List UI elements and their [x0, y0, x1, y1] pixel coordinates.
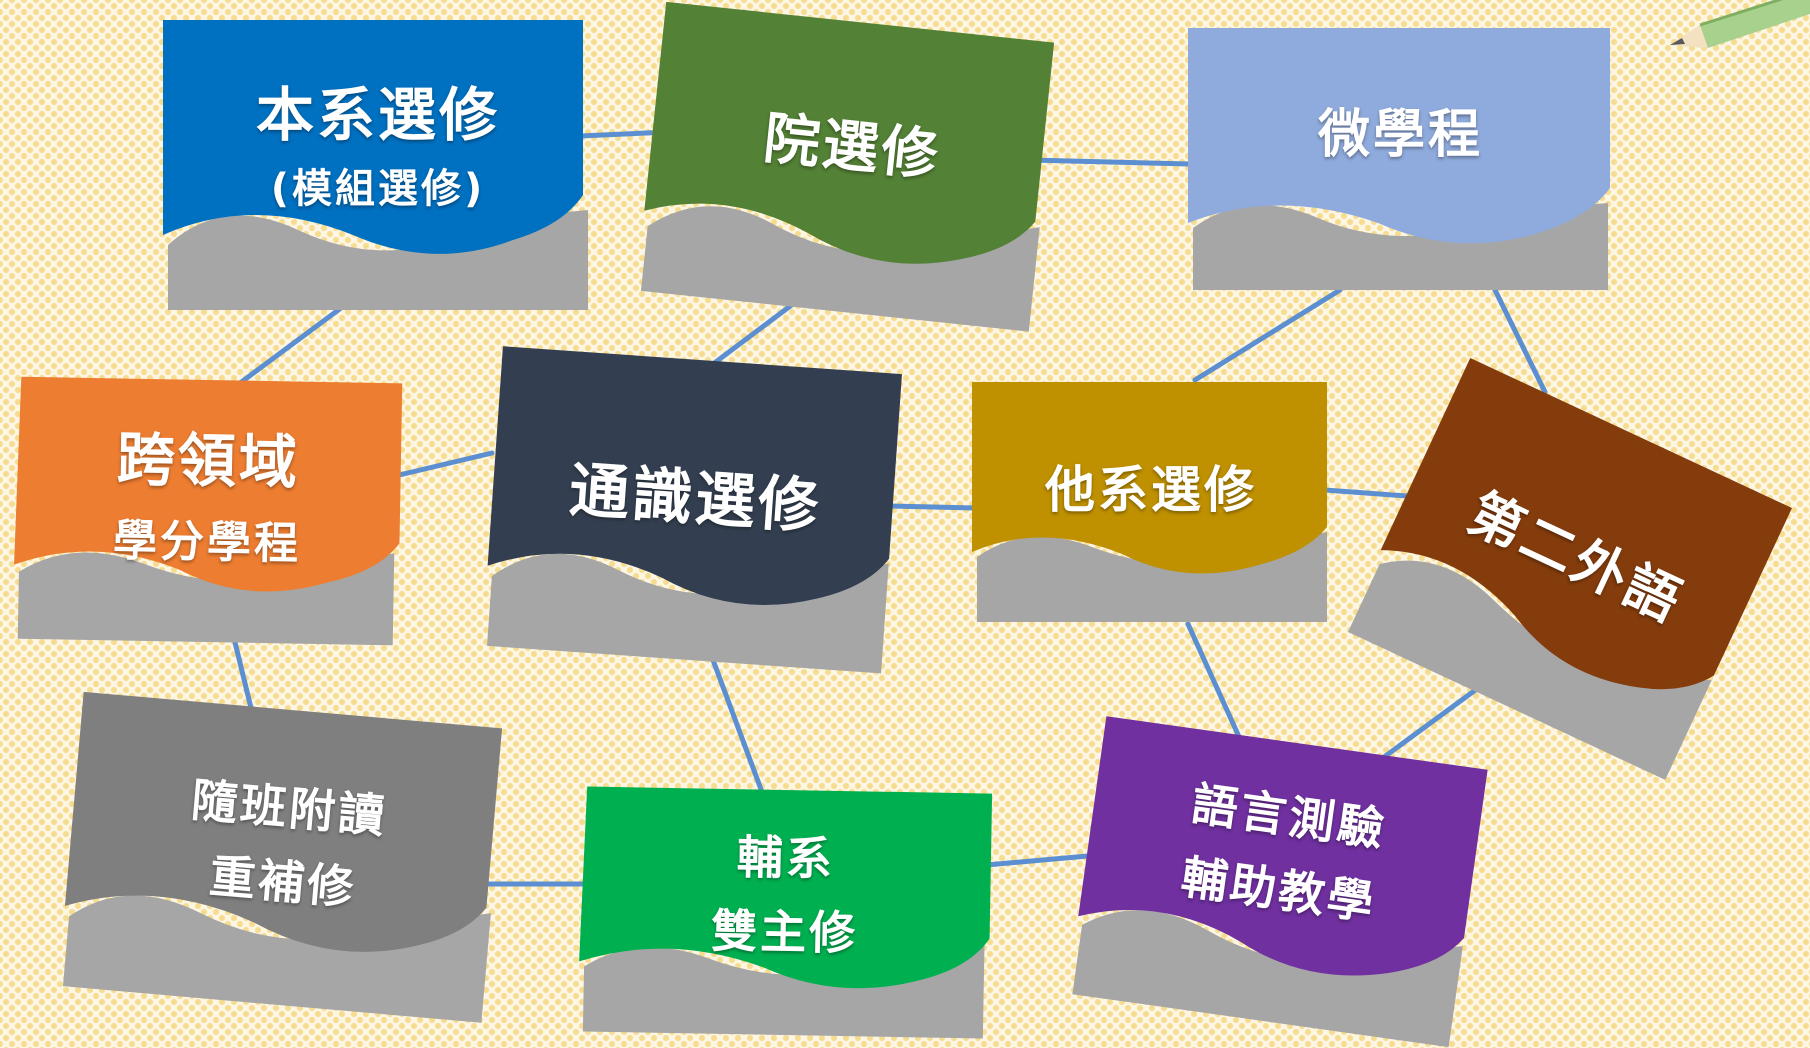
card-shape	[640, 1, 1055, 332]
card-subtitle: 雙主修	[710, 903, 859, 961]
card-minor-double-major[interactable]: 輔系 雙主修	[578, 786, 993, 1039]
card-shape	[62, 691, 503, 1023]
connector-line	[972, 853, 1091, 869]
card-audit-retake[interactable]: 隨班附讀 重補修	[58, 691, 512, 1023]
card-college-elective[interactable]: 院選修	[636, 1, 1064, 332]
card-title: 微學程	[1317, 105, 1483, 165]
card-shape	[14, 376, 403, 646]
card-micro-program[interactable]: 微學程	[1188, 28, 1613, 290]
card-general-elective[interactable]: 通識選修	[482, 346, 907, 674]
card-shape	[487, 346, 902, 674]
card-second-language[interactable]: 第二外語	[1343, 357, 1796, 782]
card-shape	[163, 20, 588, 310]
card-title: 輔系	[736, 830, 836, 886]
pencil-icon	[1670, 0, 1810, 48]
card-title: 本系選修	[255, 81, 500, 149]
connector-line	[710, 657, 765, 795]
connector-line	[225, 302, 348, 395]
card-other-dept-elective[interactable]: 他系選修	[972, 382, 1330, 622]
card-cross-domain[interactable]: 跨領域 學分學程	[13, 376, 403, 646]
card-title: 他系選修	[1045, 461, 1257, 519]
card-language-test[interactable]: 語言測驗 輔助教學	[1067, 716, 1492, 1048]
card-title: 跨領域	[116, 425, 301, 497]
card-shape	[1072, 716, 1488, 1048]
connector-line	[1185, 621, 1248, 753]
card-subtitle: 學分學程	[112, 515, 302, 570]
card-shape	[972, 382, 1327, 622]
connector-line	[887, 503, 978, 511]
card-dept-elective[interactable]: 本系選修 (模組選修)	[163, 20, 593, 310]
connector-line	[1492, 287, 1548, 395]
connector-line	[702, 292, 808, 373]
card-subtitle: (模組選修)	[270, 166, 486, 212]
card-shape	[1188, 28, 1610, 290]
connector-line	[1322, 487, 1423, 500]
connector-line	[1027, 157, 1193, 167]
connector-line	[1192, 287, 1343, 383]
connector-line	[392, 450, 495, 479]
card-shape	[579, 786, 993, 1039]
card-shape	[1348, 357, 1792, 780]
connector-line	[229, 627, 255, 715]
